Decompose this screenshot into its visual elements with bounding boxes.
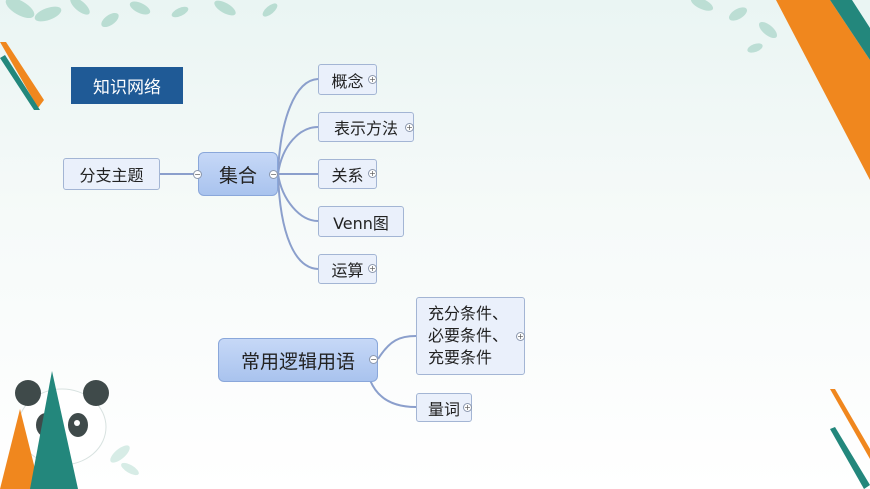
set-child-label: 概念	[331, 71, 364, 91]
set-child-label: Venn图	[333, 213, 389, 233]
connector-logic-to-quantifier	[369, 379, 417, 408]
expand-icon[interactable]: +	[368, 75, 377, 84]
expand-icon[interactable]: +	[368, 169, 377, 178]
top-left-leaves-decoration	[5, 0, 278, 28]
expand-icon[interactable]: +	[405, 123, 414, 132]
expand-icon[interactable]: +	[368, 264, 377, 273]
logic-topic-node[interactable]: 常用逻辑用语	[218, 338, 378, 382]
connector-set-to-concept	[277, 78, 319, 175]
logic-child-conditions[interactable]: 充分条件、 必要条件、 充要条件	[416, 297, 525, 375]
bottom-left-panda-decoration	[0, 371, 139, 489]
expand-icon[interactable]: +	[516, 332, 525, 341]
connector-logic-to-conditions	[377, 335, 417, 360]
top-right-stripes-decoration	[690, 0, 870, 180]
expand-icon[interactable]: +	[463, 403, 472, 412]
condition-line: 充分条件、	[428, 304, 509, 323]
set-child-concept[interactable]: 概念	[318, 64, 377, 95]
set-child-label: 运算	[331, 261, 364, 280]
top-left-stripes-decoration	[0, 42, 44, 110]
logic-topic-label: 常用逻辑用语	[240, 350, 355, 373]
branch-topic-node[interactable]: 分支主题	[63, 158, 160, 190]
set-child-operation[interactable]: 运算	[318, 254, 377, 284]
condition-line: 必要条件、	[428, 326, 509, 345]
set-child-label: 表示方法	[333, 119, 398, 138]
logic-child-quantifier[interactable]: 量词	[416, 393, 472, 422]
page-title: 知识网络	[71, 67, 183, 104]
set-child-representation[interactable]: 表示方法	[318, 112, 414, 142]
set-child-venn[interactable]: Venn图	[318, 206, 404, 237]
collapse-icon[interactable]: −	[193, 170, 202, 179]
bottom-right-stripes-decoration	[830, 389, 870, 489]
set-topic-label: 集合	[218, 164, 257, 187]
collapse-icon[interactable]: −	[269, 170, 278, 179]
condition-line: 充要条件	[428, 348, 493, 367]
connector-set-to-representation	[277, 126, 319, 175]
connector-set-to-operation	[277, 173, 319, 270]
set-child-label: 关系	[331, 166, 364, 185]
set-topic-node[interactable]: 集合	[198, 152, 278, 196]
collapse-icon[interactable]: −	[369, 355, 378, 364]
branch-topic-label: 分支主题	[79, 166, 144, 185]
logic-child-label: 量词	[427, 399, 460, 419]
connector-set-to-venn	[277, 173, 319, 222]
